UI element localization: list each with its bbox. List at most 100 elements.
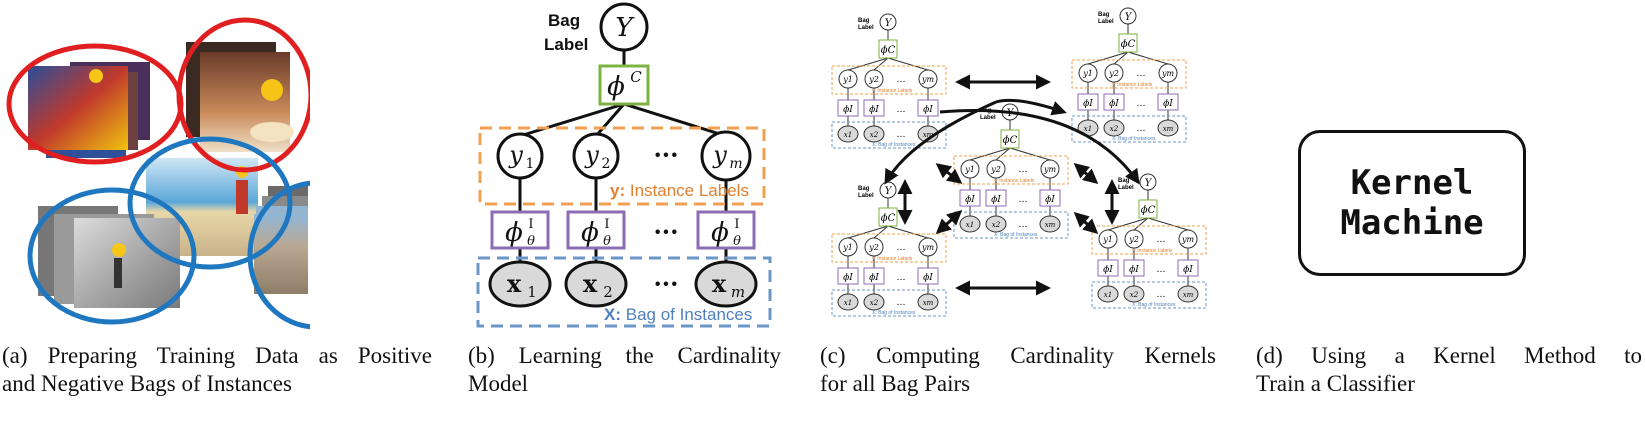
mini-instance-node: [863, 293, 885, 311]
mini-phi-theta-box: [863, 267, 885, 285]
svg-text:θ: θ: [733, 234, 741, 249]
negative-bag-ellipse: [247, 180, 310, 330]
mini-phi-theta-label: ϕI: [843, 105, 853, 115]
mini-instance-label-node: [1124, 229, 1144, 249]
mini-instance-text: xm: [923, 131, 934, 139]
mini-instance-text: x2: [1110, 125, 1119, 133]
photo-stack-skater: [38, 206, 180, 308]
mini-phi-c-label: ϕC: [1003, 135, 1018, 146]
phi-theta-box: ϕ I θ: [566, 210, 626, 250]
mini-instance-label-node: [1158, 63, 1178, 83]
mini-phi-theta-box: [985, 189, 1007, 207]
negative-bag-ellipse: [27, 187, 197, 325]
mini-phi-theta-box: [917, 267, 939, 285]
mini-instance-labels-region: [1091, 225, 1207, 255]
caption-b: (b) Learning the Cardinality Model: [468, 342, 781, 398]
caption-d: (d) Using a Kernel Method to Train a Cla…: [1256, 342, 1642, 398]
bag-of-instances-caption: X: Bag of Instances: [604, 305, 752, 324]
mini-instance-text: xm: [1183, 291, 1194, 299]
mini-instance-node: [1177, 285, 1199, 303]
mini-instance-labels-caption: y: Instance Labels: [1112, 82, 1153, 88]
mini-instance-label-text: ym: [921, 243, 935, 252]
instance-node: x 1: [488, 260, 552, 308]
instance-labels-region: [478, 126, 766, 206]
instance-label-node: y 1: [496, 132, 544, 180]
mini-phi-theta-label: ϕI: [869, 105, 879, 115]
mini-instance-text: x1: [1084, 125, 1092, 133]
bag-label-text: Label: [544, 35, 588, 54]
caption-b-line1: (b) Learning the Cardinality: [468, 343, 781, 368]
mini-root-label: Y: [885, 186, 893, 197]
mini-instance-labels-region: [831, 233, 947, 263]
mini-instance-labels-caption: y: Instance Labels: [872, 256, 913, 262]
positive-bag-ellipse: [176, 17, 310, 173]
photo-stack-party: [28, 62, 150, 158]
mini-root-node: [1139, 173, 1157, 191]
mini-phi-c-label: ϕC: [1141, 205, 1156, 216]
mini-phi-theta-label: ϕI: [1163, 99, 1173, 109]
mini-instance-label-text: y2: [990, 165, 1001, 174]
mini-phi-c-box: [1138, 199, 1158, 219]
mini-instance-label-node: [986, 159, 1006, 179]
mini-instance-label-node: [1078, 63, 1098, 83]
mini-instance-text: x2: [992, 221, 1001, 229]
mini-instance-label-text: ym: [1043, 165, 1057, 174]
mini-bag-label: Bag: [858, 18, 870, 24]
mini-instance-label-node: [838, 69, 858, 89]
root-node-y: [599, 2, 649, 52]
svg-text:ϕ: ϕ: [711, 218, 729, 248]
model-edges: [518, 50, 728, 262]
phi-theta-box: ϕ I θ: [490, 210, 550, 250]
mini-instance-node: [1103, 119, 1125, 137]
mini-phi-c-box: [878, 207, 898, 227]
root-node-label: Y: [615, 13, 635, 43]
mini-phi-theta-box: [837, 99, 859, 117]
mini-instance-labels-region: [831, 65, 947, 95]
svg-text:m: m: [731, 283, 745, 301]
mini-bag-label: Bag: [858, 186, 870, 192]
instance-labels-caption: y: Instance Labels: [610, 181, 749, 200]
mini-instance-text: x2: [1130, 291, 1139, 299]
mini-root-label: Y: [1145, 178, 1153, 189]
mini-instance-label-text: ym: [921, 75, 935, 84]
mini-bag-instances-caption: X: Bag of Instances: [872, 310, 916, 316]
bag-label-text: Bag: [548, 11, 580, 30]
mini-instance-text: xm: [923, 299, 934, 307]
mini-phi-theta-label: ϕI: [869, 273, 879, 283]
mini-phi-c-box: [1118, 33, 1138, 53]
mini-ellipsis: …: [1137, 99, 1146, 109]
mini-root-node: [879, 13, 897, 31]
svg-text:I: I: [528, 217, 533, 232]
mini-ellipsis: …: [1137, 124, 1146, 134]
mini-instance-label-text: y1: [1082, 69, 1093, 78]
mini-phi-theta-label: ϕI: [1109, 99, 1119, 109]
mini-phi-theta-box: [1177, 259, 1199, 277]
mini-ellipsis: …: [1019, 220, 1028, 230]
mini-instance-text: xm: [1045, 221, 1056, 229]
svg-text:θ: θ: [527, 234, 535, 249]
mini-instance-node: [1123, 285, 1145, 303]
mini-phi-theta-box: [1077, 93, 1099, 111]
mini-root-label: Y: [1125, 12, 1133, 23]
mini-phi-theta-label: ϕI: [1083, 99, 1093, 109]
photo-stack-rocky: [254, 186, 308, 294]
instance-label-node: y 2: [572, 132, 620, 180]
phi-c-sup: C: [630, 68, 642, 86]
mini-phi-theta-box: [1157, 93, 1179, 111]
mini-bag-instances-caption: X: Bag of Instances: [994, 232, 1038, 238]
mini-instance-label-text: y2: [868, 75, 879, 84]
mini-ellipsis: …: [1157, 235, 1166, 245]
svg-text:I: I: [734, 217, 739, 232]
mini-phi-theta-label: ϕI: [991, 195, 1001, 205]
mini-root-node: [1119, 7, 1137, 25]
svg-text:2: 2: [602, 156, 611, 172]
mini-instance-node: [985, 215, 1007, 233]
mini-instance-label-text: y1: [964, 165, 975, 174]
mini-phi-theta-box: [863, 99, 885, 117]
caption-b-line2: Model: [468, 371, 529, 396]
caption-a-line1: (a) Preparing Training Data as Positive: [2, 343, 432, 368]
phi-theta-box: ϕ I θ: [696, 210, 756, 250]
mini-phi-theta-box: [837, 267, 859, 285]
mini-ellipsis: …: [1137, 69, 1146, 79]
